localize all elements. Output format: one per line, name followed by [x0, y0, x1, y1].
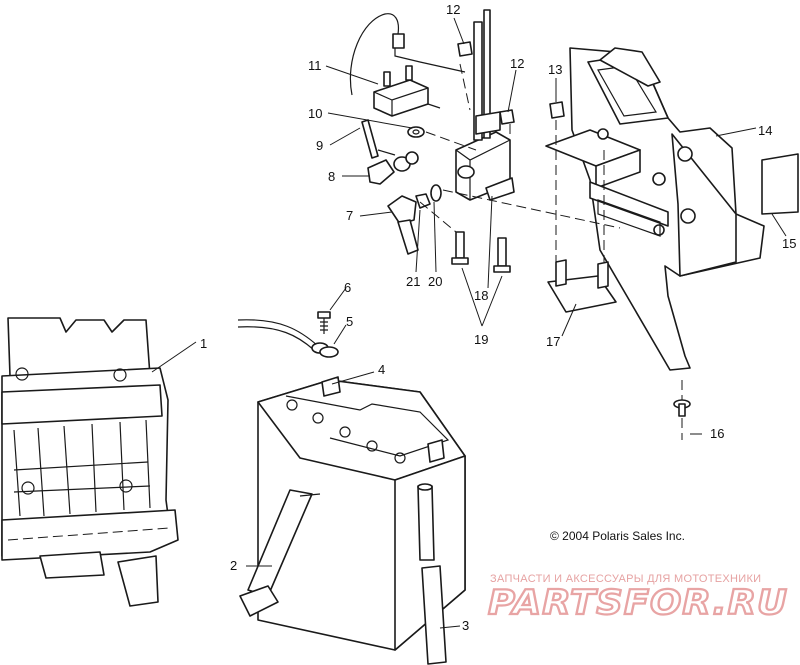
callout-14: 14 — [758, 123, 772, 138]
battery-cable — [237, 319, 329, 354]
watermark: ЗАПЧАСТИ И АКСЕССУАРЫ ДЛЯ МОТОТЕХНИКИ PA… — [487, 573, 788, 624]
callout-15: 15 — [782, 236, 796, 251]
vent-tube — [417, 483, 447, 665]
leader-lines — [151, 17, 787, 629]
screw — [317, 311, 331, 334]
nut — [549, 101, 565, 119]
callout-18: 18 — [474, 288, 488, 303]
watermark-tagline: ЗАПЧАСТИ И АКСЕССУАРЫ ДЛЯ МОТОТЕХНИКИ — [490, 573, 761, 585]
callout-3: 3 — [462, 618, 469, 633]
callout-6: 6 — [344, 280, 351, 295]
callout-1: 1 — [200, 336, 207, 351]
callout-16: 16 — [710, 426, 724, 441]
callout-10: 10 — [308, 106, 322, 121]
callout-2: 2 — [230, 558, 237, 573]
callout-19: 19 — [474, 332, 488, 347]
callout-20: 20 — [428, 274, 442, 289]
nut — [499, 109, 515, 125]
callout-17: 17 — [546, 334, 560, 349]
boot — [367, 151, 419, 185]
callout-4: 4 — [378, 362, 385, 377]
bolts — [451, 231, 511, 273]
watermark-logo: PARTSFOR.RU — [488, 583, 788, 623]
callout-21: 21 — [406, 274, 420, 289]
rivet — [673, 380, 691, 440]
nut — [415, 193, 431, 209]
solenoid — [455, 9, 515, 201]
callout-labels: 1 2 3 4 5 6 7 8 9 10 11 12 12 13 14 15 1… — [200, 2, 796, 633]
callout-13: 13 — [548, 62, 562, 77]
label — [761, 153, 799, 215]
callout-11: 11 — [308, 58, 322, 73]
boot — [387, 195, 419, 255]
copyright-notice: © 2004 Polaris Sales Inc. — [550, 529, 685, 543]
lead — [361, 119, 396, 159]
bracket — [545, 47, 765, 371]
callout-12-top: 12 — [446, 2, 460, 17]
callout-8: 8 — [328, 169, 335, 184]
battery — [257, 376, 466, 651]
callout-12-right: 12 — [510, 56, 524, 71]
nut — [457, 41, 473, 57]
plate — [547, 259, 617, 313]
callout-5: 5 — [346, 314, 353, 329]
relay — [349, 13, 466, 117]
callout-7: 7 — [346, 208, 353, 223]
washer — [407, 126, 425, 138]
callout-9: 9 — [316, 138, 323, 153]
washer — [430, 184, 442, 202]
strap — [239, 489, 321, 617]
battery-holder — [1, 317, 179, 607]
washer — [319, 346, 339, 358]
